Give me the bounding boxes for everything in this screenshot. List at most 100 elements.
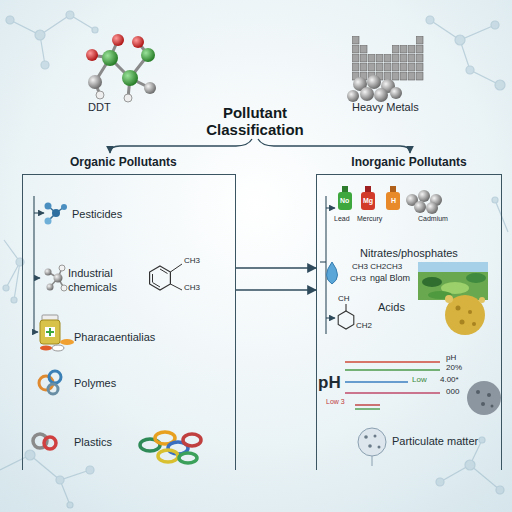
- text-label: DDT: [88, 101, 111, 113]
- plastic-icon: [158, 450, 178, 462]
- ddt-molecule: [122, 70, 138, 86]
- ph-scale: [345, 381, 408, 382]
- ddt-molecule: [112, 34, 124, 46]
- pollutant-item: Pharacaentialias: [74, 330, 184, 346]
- background-molecules: [4, 240, 20, 300]
- organic-bracket: [34, 212, 44, 213]
- polymer-icon: [48, 384, 58, 394]
- background-molecules: [3, 285, 9, 291]
- pharmaceutical-icon: [46, 328, 54, 336]
- flow-arrow: [236, 267, 316, 268]
- ddt-molecule: [144, 82, 156, 94]
- acid-icons: [445, 295, 453, 303]
- item-label: Nitrates/phosphates: [360, 246, 480, 260]
- particle-sphere: [487, 393, 491, 397]
- pesticide-icon: [52, 209, 60, 217]
- background-molecules: [11, 297, 17, 303]
- heavy-metals-table: [352, 45, 368, 54]
- metal-bottles: [338, 186, 442, 214]
- text-label: CH3: [184, 257, 200, 266]
- industrial-icon: [150, 266, 171, 290]
- background-molecules: [465, 460, 475, 470]
- polymer-icon: [39, 371, 61, 394]
- particulate-icon: [372, 456, 373, 466]
- text-label: No: [340, 197, 349, 205]
- pollutant-item: Industrial chemicals: [68, 266, 130, 298]
- background-molecules: [492, 197, 498, 203]
- ph-scale: [345, 361, 440, 362]
- nitrate-icons: [418, 262, 488, 300]
- polymer-icon: [49, 371, 61, 383]
- background-molecules: [10, 15, 95, 65]
- pharmaceutical-icon: [40, 320, 60, 344]
- organic-bracket: [34, 331, 38, 332]
- inorganic-bracket: [320, 261, 326, 262]
- background-molecules: [479, 437, 485, 443]
- item-label: Polymes: [74, 376, 174, 390]
- particle-sphere: [467, 381, 501, 415]
- ddt-molecule: [132, 36, 144, 48]
- nitrate-icons: [422, 277, 442, 287]
- background-molecules: [35, 30, 45, 40]
- acid-icons: [338, 311, 354, 329]
- pesticide-icon: [61, 204, 67, 210]
- heavy-metals-table: [360, 87, 374, 101]
- ddt-molecule: [86, 34, 156, 102]
- text-label: CH3: [350, 275, 366, 284]
- heavy-metals-table: [390, 87, 402, 99]
- acid-icons: [338, 295, 485, 335]
- metal-bottles: [386, 192, 400, 210]
- nitrate-icons: [418, 262, 488, 272]
- ddt-molecule: [86, 49, 98, 61]
- metal-bottles: [365, 186, 371, 193]
- ddt-molecule: [88, 75, 102, 89]
- pharmaceutical-icon: [60, 339, 74, 345]
- background-molecules: [491, 21, 499, 29]
- organic-bracket: [34, 196, 44, 334]
- metal-bottles: [426, 202, 438, 214]
- text-label: CH: [338, 295, 350, 304]
- metal-bottles: [342, 186, 348, 193]
- text-label: Lead: [334, 215, 350, 223]
- panel-heading: Inorganic Pollutants: [316, 152, 502, 172]
- text-label: CH2: [356, 322, 372, 331]
- acid-icons: [456, 306, 461, 311]
- particle-sphere: [491, 405, 494, 408]
- acid-icons: [479, 297, 485, 303]
- background-molecules: [496, 486, 504, 494]
- pollutant-item: Nitrates/phosphates: [360, 246, 480, 262]
- text-label: 000: [446, 388, 459, 397]
- background-molecules: [436, 478, 444, 486]
- particulate-icon: [364, 435, 368, 439]
- ddt-molecule: [141, 48, 155, 62]
- text-label: Low: [412, 376, 427, 385]
- pollutant-item: Pesticides: [72, 207, 172, 223]
- text-label: ngal Blom: [370, 274, 410, 284]
- diagram-title: Pollutant Classification: [190, 104, 320, 138]
- text-label: CH3 CH2CH3: [352, 263, 402, 272]
- item-label: Particulate matter: [392, 434, 502, 448]
- pollutant-item: Acids: [378, 300, 438, 316]
- pesticide-icon: [45, 203, 52, 210]
- text-label: Cadmium: [418, 215, 448, 223]
- pharmaceutical-icon: [40, 315, 74, 351]
- ddt-molecule: [96, 91, 104, 99]
- plastic-icon: [33, 432, 201, 463]
- metal-bottles: [361, 192, 375, 210]
- ph-scale: [345, 392, 440, 393]
- nitrate-icons: [327, 262, 338, 284]
- heavy-metals-table: [352, 54, 424, 81]
- ph-scale: [355, 408, 380, 409]
- ph-scale: [355, 404, 380, 405]
- background-molecules: [495, 80, 505, 90]
- heavy-metals-table: [352, 36, 360, 45]
- particulate-icon: [358, 428, 386, 456]
- background-molecules: [86, 466, 94, 474]
- background-molecules: [25, 450, 35, 460]
- pharmaceutical-icon: [40, 346, 52, 351]
- background-molecules: [0, 11, 508, 508]
- industrial-icon: [45, 269, 52, 276]
- acid-icons: [345, 304, 346, 311]
- ddt-molecule: [124, 94, 132, 102]
